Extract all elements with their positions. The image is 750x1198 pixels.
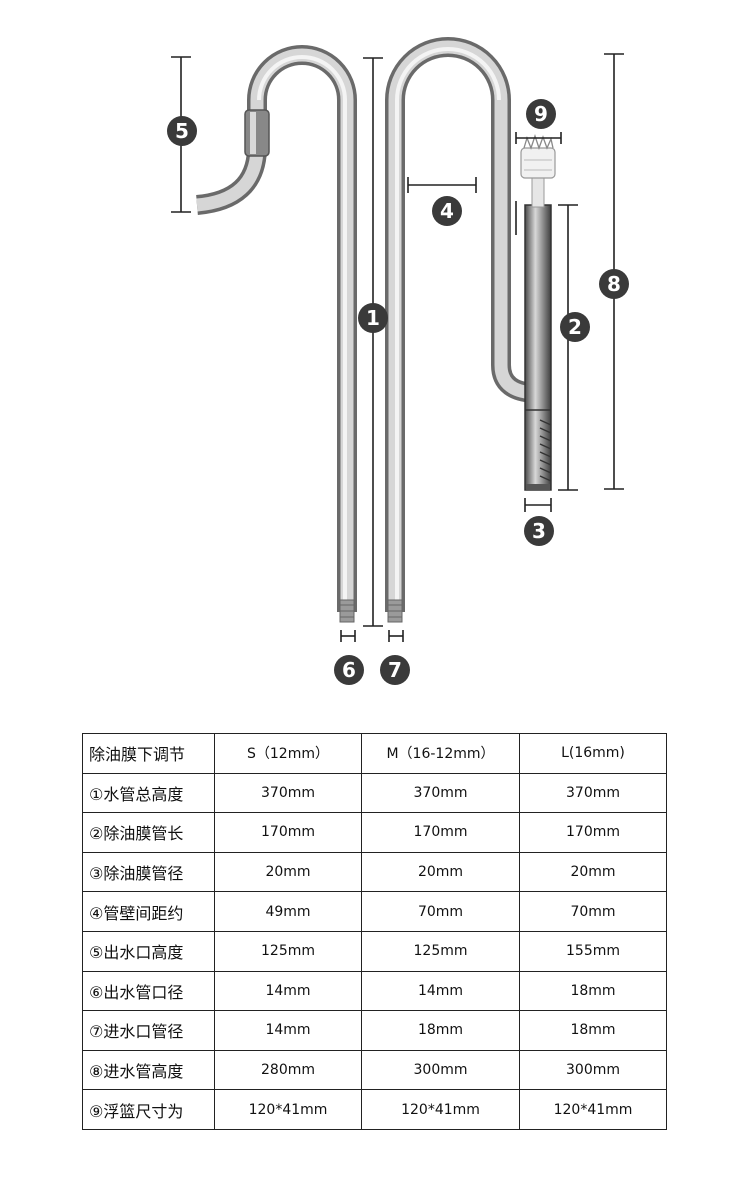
- row-label: ⑥出水管口径: [82, 970, 215, 1012]
- row-label: ③除油膜管径: [82, 851, 215, 893]
- table-row: ③除油膜管径 20mm 20mm 20mm: [82, 851, 667, 893]
- table-cell: 70mm: [519, 891, 667, 932]
- table-cell: 20mm: [214, 851, 362, 893]
- table-cell: 170mm: [361, 812, 520, 853]
- outlet-collar: [244, 109, 270, 157]
- table-cell: 280mm: [214, 1049, 362, 1091]
- table-cell: 20mm: [361, 851, 520, 893]
- table-cell: 70mm: [361, 891, 520, 932]
- row-label: ⑦进水口管径: [82, 1010, 215, 1051]
- table-cell: 120*41mm: [361, 1089, 520, 1130]
- table-cell: 370mm: [214, 772, 362, 814]
- skimmer-spring: [539, 419, 552, 482]
- table-cell: 14mm: [214, 970, 362, 1012]
- svg-text:5: 5: [175, 119, 189, 143]
- table-cell: 49mm: [214, 891, 362, 932]
- svg-text:1: 1: [366, 306, 380, 330]
- callout-1: 1: [358, 303, 388, 333]
- svg-text:9: 9: [534, 102, 548, 126]
- table-cell: 370mm: [361, 772, 520, 814]
- row-label: ②除油膜管长: [82, 812, 215, 853]
- callout-9: 9: [526, 99, 556, 129]
- callout-2: 2: [560, 312, 590, 342]
- callout-8: 8: [599, 269, 629, 299]
- table-cell: 125mm: [214, 930, 362, 972]
- table-cell: 120*41mm: [519, 1089, 667, 1130]
- callout-3: 3: [524, 516, 554, 546]
- row-label: ④管壁间距约: [82, 891, 215, 932]
- table-cell: 155mm: [519, 930, 667, 972]
- callout-5: 5: [167, 116, 197, 146]
- row-label: ⑧进水管高度: [82, 1049, 215, 1091]
- table-cell: 125mm: [361, 930, 520, 972]
- outlet-pipe: [195, 45, 357, 623]
- table-row: ②除油膜管长 170mm 170mm 170mm: [82, 812, 667, 853]
- table-cell: 370mm: [519, 772, 667, 814]
- table-cell: 18mm: [519, 970, 667, 1012]
- outlet-nozzle: [339, 599, 355, 623]
- callout-7: 7: [380, 655, 410, 685]
- svg-text:4: 4: [440, 199, 454, 223]
- svg-text:7: 7: [388, 658, 402, 682]
- table-row: ④管壁间距约 49mm 70mm 70mm: [82, 891, 667, 932]
- svg-text:8: 8: [607, 272, 621, 296]
- table-row: ⑦进水口管径 14mm 18mm 18mm: [82, 1010, 667, 1051]
- table-row: ①水管总高度 370mm 370mm 370mm: [82, 772, 667, 814]
- lily-pipe-diagram: 1 2 3 4 5 6 7 8 9: [167, 37, 629, 685]
- row-label: ⑨浮篮尺寸为: [82, 1089, 215, 1130]
- inlet-pipe: [385, 37, 539, 623]
- table-cell: 18mm: [519, 1010, 667, 1051]
- table-cell: 120*41mm: [214, 1089, 362, 1130]
- table-cell: 20mm: [519, 851, 667, 893]
- table-row: ⑥出水管口径 14mm 14mm 18mm: [82, 970, 667, 1012]
- svg-text:6: 6: [342, 658, 356, 682]
- table-cell: 300mm: [519, 1049, 667, 1091]
- svg-text:3: 3: [532, 519, 546, 543]
- skimmer-tube: [524, 204, 552, 491]
- table-cell: 170mm: [519, 812, 667, 853]
- row-label: ①水管总高度: [82, 772, 215, 814]
- table-header-row: 除油膜下调节 S（12mm） M（16-12mm） L(16mm): [82, 733, 667, 774]
- row-label: ⑤出水口高度: [82, 930, 215, 972]
- table-cell: 14mm: [214, 1010, 362, 1051]
- table-row: ⑨浮篮尺寸为 120*41mm 120*41mm 120*41mm: [82, 1089, 667, 1130]
- spec-table: 除油膜下调节 S（12mm） M（16-12mm） L(16mm) ①水管总高度…: [82, 733, 667, 1130]
- callout-6: 6: [334, 655, 364, 685]
- table-cell: 18mm: [361, 1010, 520, 1051]
- header-cell: L(16mm): [519, 733, 667, 774]
- header-cell: 除油膜下调节: [82, 733, 215, 774]
- float-basket: [520, 133, 556, 208]
- header-cell: S（12mm）: [214, 733, 362, 774]
- header-cell: M（16-12mm）: [361, 733, 520, 774]
- table-cell: 300mm: [361, 1049, 520, 1091]
- table-row: ⑧进水管高度 280mm 300mm 300mm: [82, 1049, 667, 1091]
- callout-4: 4: [432, 196, 462, 226]
- inlet-nozzle: [387, 599, 403, 623]
- table-cell: 14mm: [361, 970, 520, 1012]
- table-row: ⑤出水口高度 125mm 125mm 155mm: [82, 930, 667, 972]
- svg-text:2: 2: [568, 315, 582, 339]
- table-cell: 170mm: [214, 812, 362, 853]
